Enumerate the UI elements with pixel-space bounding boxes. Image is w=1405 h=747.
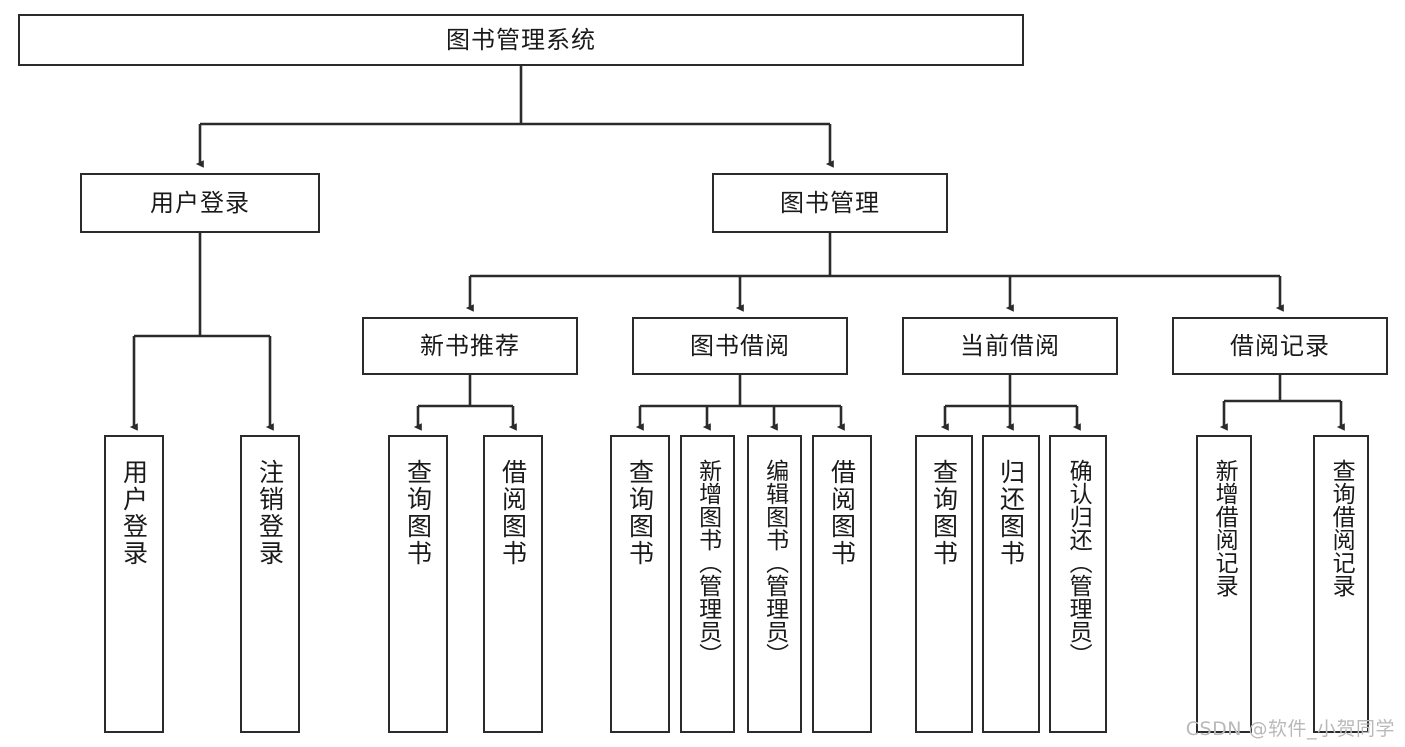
- leaf-query-book-newbook[interactable]: 查询图书: [388, 435, 448, 733]
- node-label: 用户登录: [150, 188, 250, 217]
- node-user-login[interactable]: 用户登录: [80, 173, 320, 233]
- node-label: 借阅图书: [498, 459, 528, 567]
- node-label: 当前借阅: [960, 331, 1060, 360]
- leaf-query-book-borrow[interactable]: 查询图书: [610, 435, 670, 733]
- watermark: CSDN @软件_小贺同学: [1185, 718, 1395, 740]
- node-label: 新增图书（管理员）: [694, 459, 721, 666]
- node-label: 新书推荐: [420, 331, 520, 360]
- node-label: 图书管理系统: [446, 25, 596, 54]
- node-label: 用户登录: [119, 459, 149, 567]
- leaf-return-book[interactable]: 归还图书: [982, 435, 1040, 733]
- node-label: 图书借阅: [690, 331, 790, 360]
- leaf-logout[interactable]: 注销登录: [240, 435, 300, 733]
- node-label: 注销登录: [255, 459, 285, 567]
- leaf-edit-book-admin[interactable]: 编辑图书（管理员）: [747, 435, 802, 733]
- node-label: 确认归还（管理员）: [1065, 459, 1092, 666]
- node-label: 查询图书: [625, 459, 655, 567]
- node-book-management[interactable]: 图书管理: [712, 173, 948, 233]
- node-current-borrow[interactable]: 当前借阅: [902, 317, 1118, 375]
- node-root[interactable]: 图书管理系统: [18, 14, 1024, 66]
- node-label: 编辑图书（管理员）: [761, 459, 788, 666]
- leaf-add-borrow-record[interactable]: 新增借阅记录: [1196, 435, 1252, 733]
- leaf-confirm-return-admin[interactable]: 确认归还（管理员）: [1049, 435, 1107, 733]
- node-label: 新增借阅记录: [1211, 459, 1238, 597]
- leaf-add-book-admin[interactable]: 新增图书（管理员）: [680, 435, 735, 733]
- node-label: 查询借阅记录: [1328, 459, 1355, 597]
- node-book-borrow[interactable]: 图书借阅: [632, 317, 848, 375]
- node-new-book-recommend[interactable]: 新书推荐: [362, 317, 578, 375]
- node-label: 归还图书: [996, 459, 1026, 567]
- leaf-query-borrow-record[interactable]: 查询借阅记录: [1313, 435, 1369, 733]
- leaf-borrow-book[interactable]: 借阅图书: [812, 435, 872, 733]
- leaf-borrow-book-newbook[interactable]: 借阅图书: [483, 435, 543, 733]
- node-label: 图书管理: [780, 188, 880, 217]
- node-label: 借阅记录: [1230, 331, 1330, 360]
- node-label: 借阅图书: [827, 459, 857, 567]
- leaf-query-book-current[interactable]: 查询图书: [915, 435, 973, 733]
- node-label: 查询图书: [403, 459, 433, 567]
- leaf-user-login[interactable]: 用户登录: [104, 435, 164, 733]
- node-label: 查询图书: [929, 459, 959, 567]
- node-borrow-record[interactable]: 借阅记录: [1172, 317, 1388, 375]
